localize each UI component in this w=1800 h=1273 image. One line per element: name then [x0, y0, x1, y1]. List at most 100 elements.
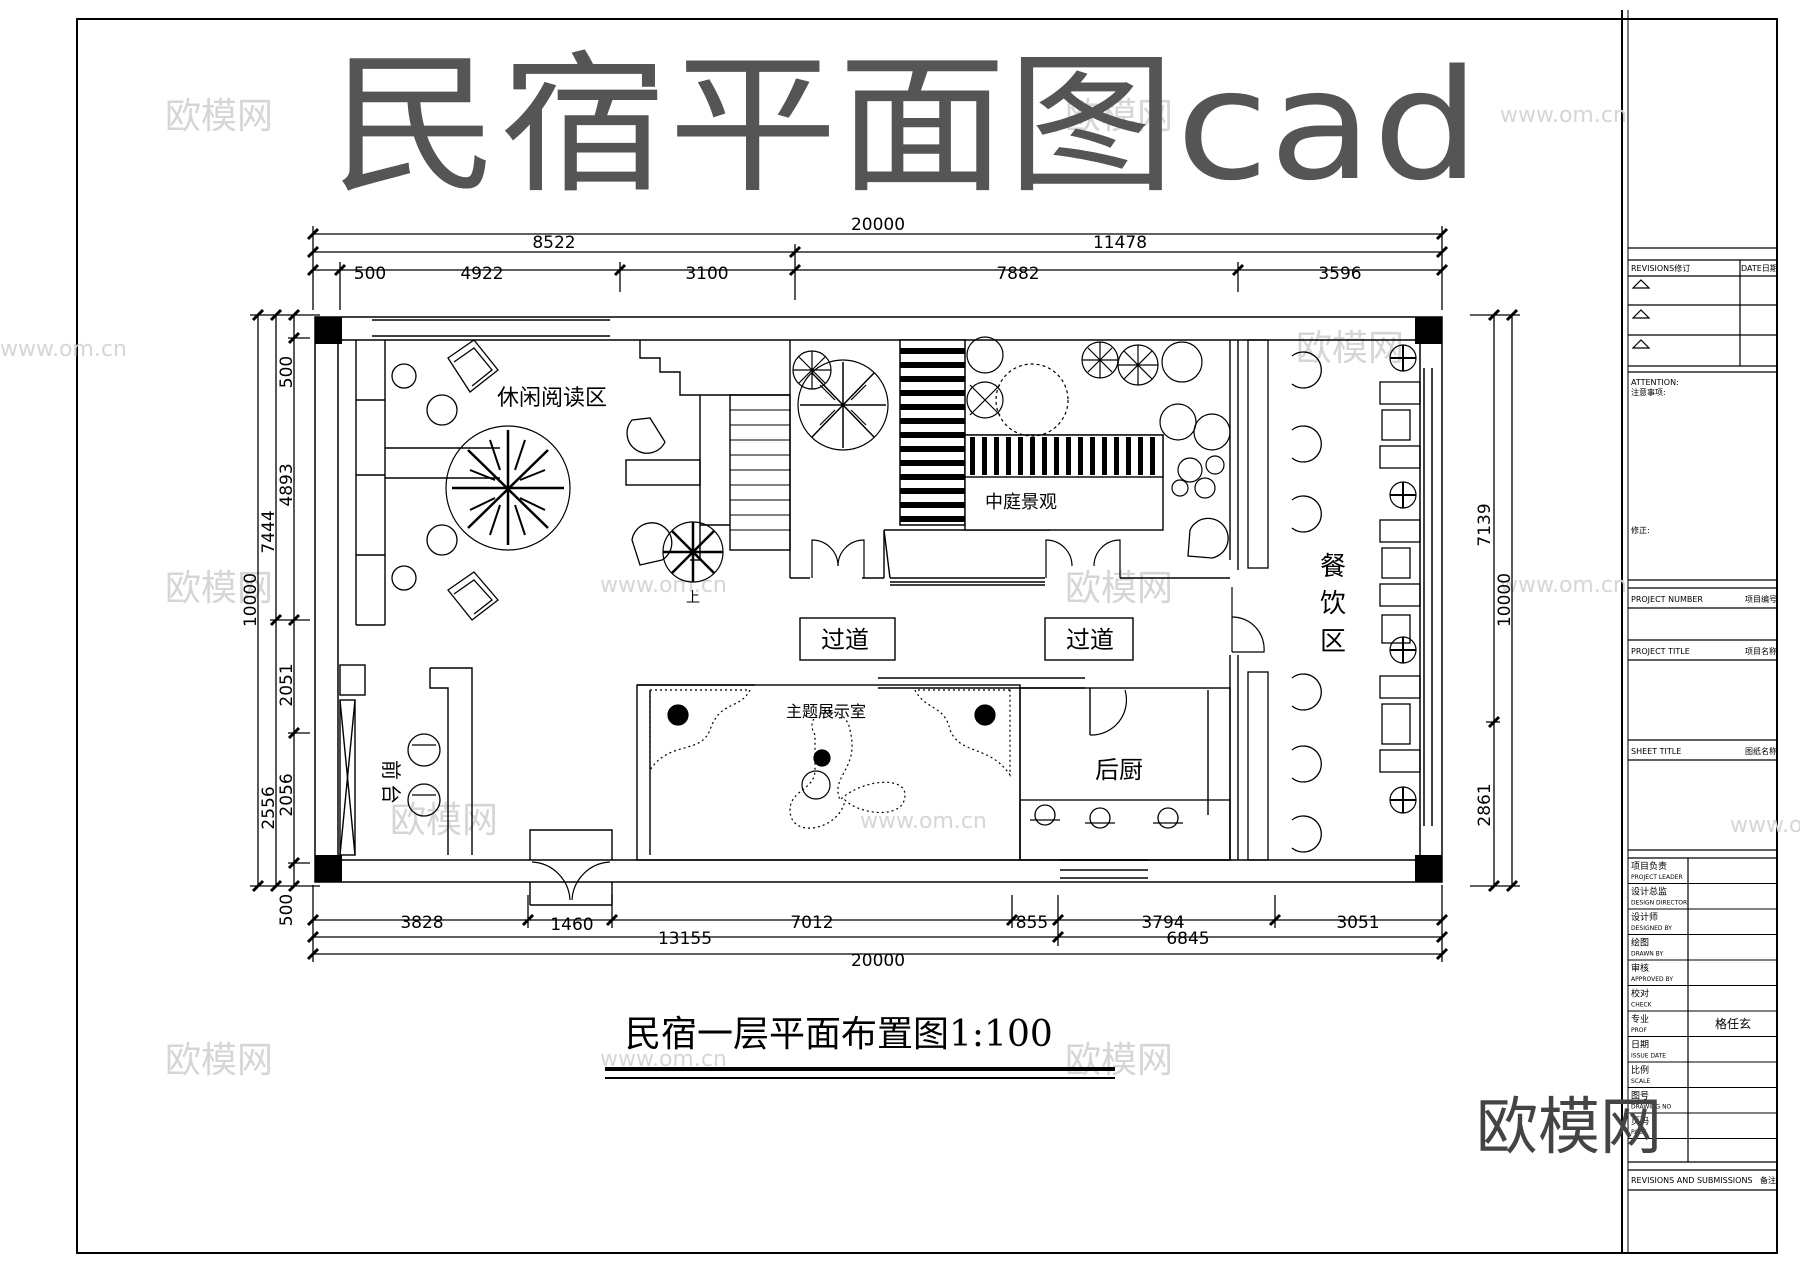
tb-row-label-cn: 绘图: [1631, 937, 1649, 949]
watermark: www.om.cn: [0, 337, 127, 362]
dim-label: 3100: [685, 264, 728, 284]
bar-stools: [1291, 351, 1322, 853]
tb-row-label-cn: 设计师: [1631, 911, 1658, 923]
tree-icon: [797, 359, 889, 451]
stone-icon: [1194, 477, 1216, 499]
courtyard: [899, 339, 1164, 531]
dim-label: 500: [277, 894, 297, 926]
drawing-caption: 民宿一层平面布置图1:100: [625, 1014, 1053, 1055]
stool-icon: [391, 565, 417, 591]
room-label-reception: 前: [379, 760, 403, 780]
counter-icon: [1247, 671, 1269, 861]
tb-row-label-cn: 设计总监: [1631, 886, 1667, 898]
dim-label: 500: [277, 356, 297, 388]
tb-row-label-cn: 日期: [1631, 1040, 1649, 1051]
revision-triangle-icon: [1631, 279, 1651, 349]
dim-label: 3828: [400, 913, 443, 933]
tb-attention-cn: 注意事项:: [1631, 387, 1666, 397]
dim-label: 2056: [277, 773, 297, 816]
watermark: www.om.cn: [860, 809, 987, 834]
brand-logo: 欧模网: [1476, 1090, 1662, 1163]
tb-project-number-en: PROJECT NUMBER: [1631, 595, 1703, 604]
tb-row-label-en: ISSUE DATE: [1631, 1053, 1666, 1060]
plant-icon: [974, 704, 996, 726]
dim-label: 4893: [277, 463, 297, 506]
room-label-kitchen: 后厨: [1095, 756, 1143, 784]
table-icon: [426, 394, 458, 426]
page-title: 民宿平面图cad: [330, 37, 1480, 214]
dim-label: 7882: [996, 264, 1039, 284]
watermark: 欧模网: [390, 800, 498, 841]
room-label-reception: 台: [379, 784, 403, 804]
dim-label: 8522: [532, 233, 575, 253]
tb-submissions-en: REVISIONS AND SUBMISSIONS: [1631, 1176, 1753, 1185]
room-label-showroom: 主题展示室: [786, 702, 866, 721]
lounge-chair-icon: [1187, 517, 1229, 559]
watermark: 欧模网: [165, 96, 273, 137]
doors: [531, 539, 1265, 901]
room-label-dining: 区: [1320, 627, 1346, 657]
title-block-labels: REVISIONS修订 DATE日期 ATTENTION: 注意事项: 修正: …: [1631, 263, 1778, 1185]
dim-label: 7444: [259, 510, 279, 553]
watermark: 欧模网: [1296, 328, 1404, 369]
plant-icon: [662, 521, 724, 583]
dim-label: 7012: [790, 913, 833, 933]
tree-icon: [445, 425, 571, 551]
counter-icon: [1247, 339, 1269, 569]
dim-label: 11478: [1093, 233, 1147, 253]
shrub-icon: [966, 381, 1004, 419]
tb-row-label-en: PROJECT LEADER: [1631, 874, 1683, 881]
room-label-corridor: 过道: [821, 626, 869, 654]
shrub-icon: [969, 384, 1001, 416]
dim-label: 3794: [1141, 913, 1184, 933]
plant-icon: [1389, 344, 1417, 814]
cook-icon: [1089, 807, 1111, 829]
tb-attention-en: ATTENTION:: [1631, 378, 1679, 387]
kitchen-counter-icon: [1019, 799, 1231, 861]
stool-icon: [1291, 351, 1322, 389]
plant-icon: [667, 704, 689, 726]
tb-row-label-en: DRAWING NO: [1631, 1104, 1672, 1111]
dim-label: 3596: [1318, 264, 1361, 284]
dim-label: 2861: [1475, 783, 1495, 826]
plant-icon: [813, 749, 831, 767]
shrub-icon: [1161, 341, 1203, 383]
dimension-labels-left: 500 4893 2051 2056 7444 2556 10000 500: [241, 356, 297, 926]
watermark: 欧模网: [165, 568, 273, 609]
dimension-labels-bottom: 3828 1460 7012 855 3794 3051 13155 6845 …: [400, 913, 1379, 971]
watermark: 欧模网: [1065, 568, 1173, 609]
dim-label: 20000: [851, 215, 905, 235]
dimensions-top: [306, 226, 1449, 310]
stool-icon: [1291, 745, 1322, 783]
watermark: 欧模网: [1065, 96, 1173, 137]
shrub-icon: [1082, 342, 1118, 378]
dim-label: 10000: [1495, 573, 1515, 627]
shrub-icon: [995, 363, 1069, 437]
tb-row-label-en: SCALE: [1631, 1078, 1650, 1085]
chair-icon: [407, 783, 441, 817]
chair-icon: [407, 733, 441, 767]
dim-label: 7139: [1475, 503, 1495, 546]
stool-icon: [391, 363, 417, 389]
shrub-icon: [793, 351, 831, 389]
lounge-chair-icon: [626, 417, 666, 454]
room-label-corridor: 过道: [1066, 626, 1114, 654]
dimension-labels-right: 7139 10000 2861: [1475, 503, 1515, 826]
interior-walls: [339, 340, 1239, 906]
tb-row-label-en: APPROVED BY: [1631, 976, 1673, 983]
dim-label: 2556: [259, 786, 279, 829]
tb-row-label-cn: 专业: [1631, 1013, 1649, 1025]
cook-icon: [1157, 807, 1179, 829]
dimensions-left: [250, 308, 320, 893]
tb-submissions-cn: 备注: [1760, 1175, 1776, 1185]
shrub-icon: [966, 336, 1004, 374]
tb-project-title-en: PROJECT TITLE: [1631, 647, 1690, 656]
tb-row-label-cn: 图号: [1631, 1091, 1649, 1102]
room-label-dining: 餐: [1320, 552, 1346, 582]
dimensions-right: [1470, 308, 1520, 893]
furniture: [391, 339, 1421, 861]
stair-up-label: 上: [686, 590, 700, 606]
armchair-icon: [447, 571, 499, 621]
